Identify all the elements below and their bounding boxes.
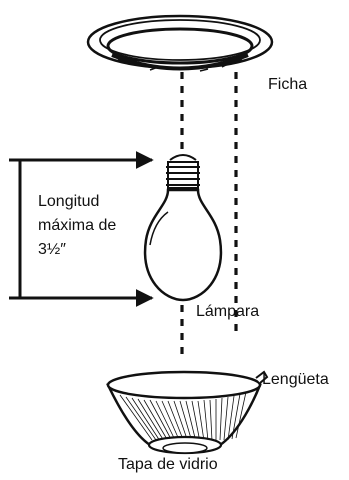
guide-lines [180, 72, 238, 360]
ceiling-ring [86, 14, 274, 72]
label-lengueta: Lengüeta [262, 371, 329, 388]
label-max-length: Longitud máxima de 3½″ [38, 190, 116, 262]
label-lampara: Lámpara [196, 303, 260, 320]
label-max-length-line3: 3½″ [38, 241, 66, 258]
label-ficha: Ficha [268, 76, 308, 93]
light-bulb [143, 154, 223, 302]
label-max-length-line2: máxima de [38, 217, 117, 234]
label-max-length-line1: Longitud [38, 193, 100, 210]
label-tapa-de-vidrio: Tapa de vidrio [118, 456, 218, 473]
glass-cover [106, 370, 269, 455]
length-bracket [9, 151, 154, 307]
